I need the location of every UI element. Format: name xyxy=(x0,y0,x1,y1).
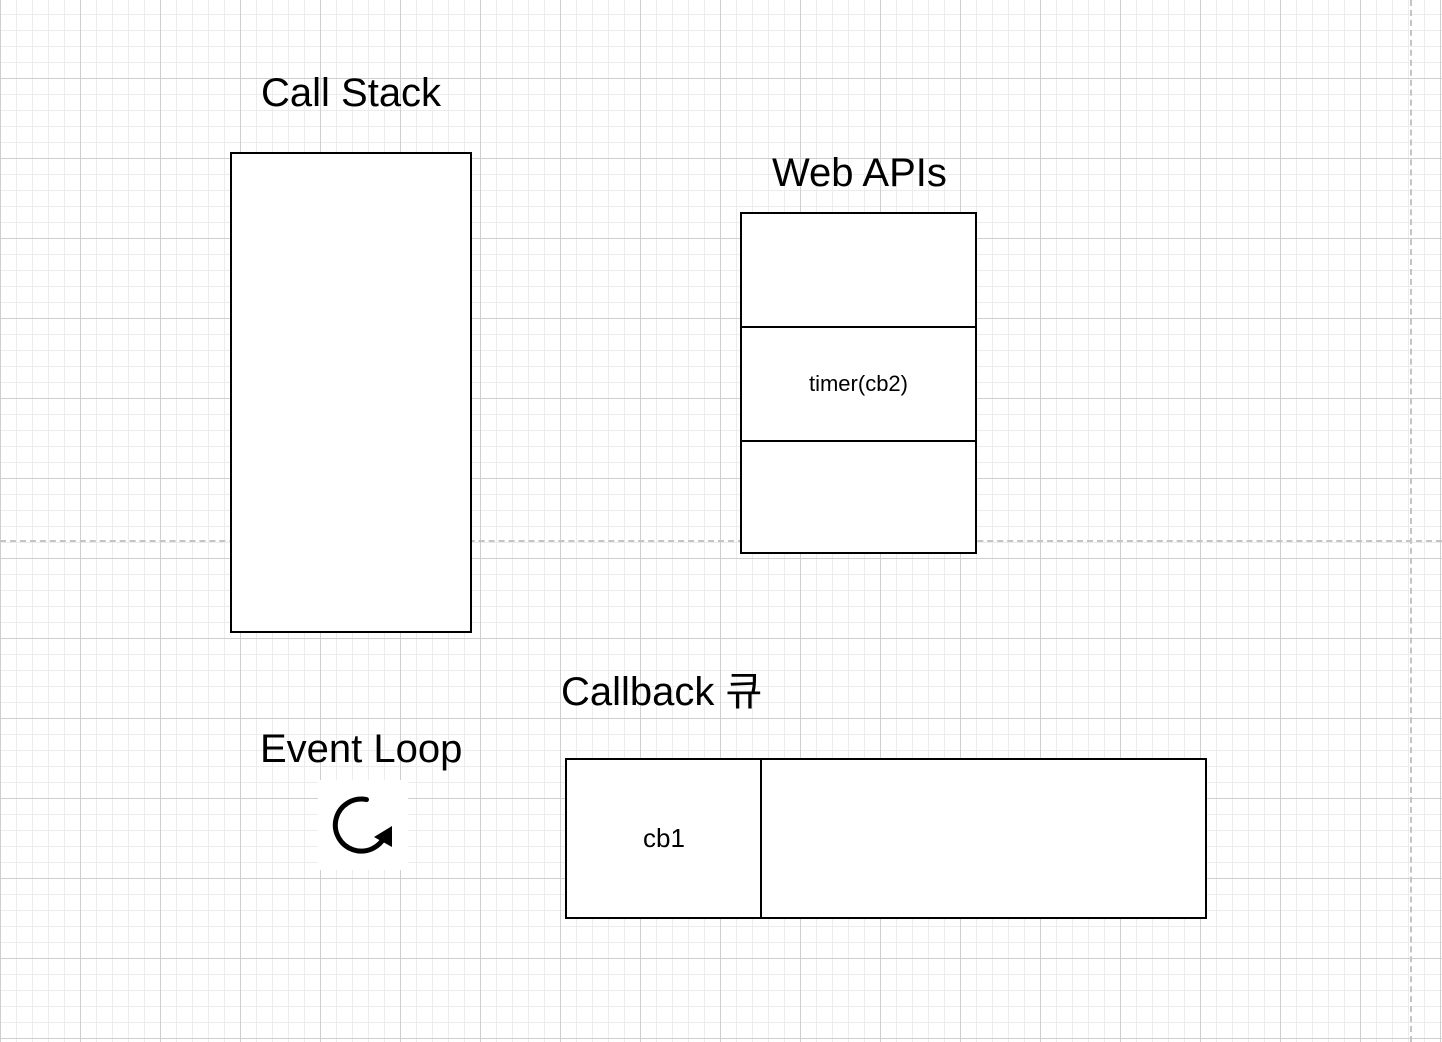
call-stack-title: Call Stack xyxy=(261,71,442,115)
page-break-vertical xyxy=(1410,0,1412,1042)
callback-queue-title: Callback 큐 xyxy=(561,670,763,714)
callback-queue-slot-1[interactable]: cb1 xyxy=(565,758,763,919)
refresh-loop-icon xyxy=(318,780,408,870)
web-apis-title: Web APIs xyxy=(772,151,947,195)
callback-queue-slot-2[interactable] xyxy=(760,758,1207,919)
web-apis-slot-3[interactable] xyxy=(740,440,977,554)
event-loop-title: Event Loop xyxy=(260,727,463,771)
call-stack-box[interactable] xyxy=(230,152,472,633)
web-apis-slot-2[interactable]: timer(cb2) xyxy=(740,326,977,442)
page-break-horizontal xyxy=(0,540,1442,542)
web-apis-slot-1[interactable] xyxy=(740,212,977,328)
